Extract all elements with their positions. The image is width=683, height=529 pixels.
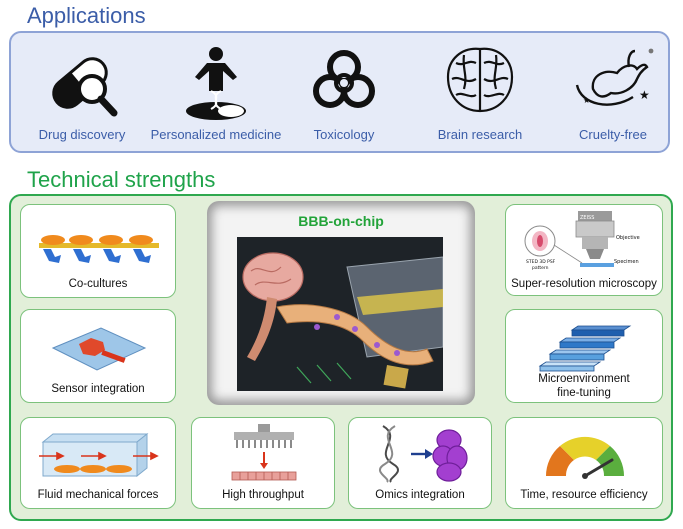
- app-label: Drug discovery: [38, 127, 126, 142]
- card-high-throughput: High throughput: [191, 417, 335, 509]
- dna-protein-icon: [378, 425, 468, 483]
- rabbit-icon: ★ ★: [575, 48, 654, 106]
- app-cruelty-free: ★ ★ Cruelty-free: [559, 33, 667, 151]
- app-label: Personalized medicine: [150, 127, 282, 142]
- svg-text:★: ★: [583, 96, 590, 105]
- bbb-on-chip-panel: BBB-on-chip: [207, 201, 475, 405]
- card-co-cultures: Co-cultures: [20, 204, 176, 298]
- app-label: Toxicology: [313, 127, 375, 142]
- biohazard-icon: [313, 50, 375, 108]
- brain-icon: [446, 47, 514, 113]
- person-dna-icon: [186, 47, 246, 120]
- pill-magnifier-icon: [52, 57, 118, 117]
- app-drug-discovery: Drug discovery: [23, 33, 141, 151]
- card-fluid-forces: Fluid mechanical forces: [20, 417, 176, 509]
- applications-panel: Drug discovery Personalized medicine Tox…: [9, 31, 670, 153]
- app-personalized-medicine: Personalized medicine: [141, 33, 291, 151]
- card-label-line1: Microenvironment: [538, 373, 630, 385]
- applications-heading: Applications: [27, 3, 146, 28]
- co-culture-cells-icon: [39, 235, 159, 263]
- fluid-channel-icon: [39, 432, 159, 478]
- sted-label-line1: STED 3D PSF: [526, 259, 556, 265]
- technical-heading: Technical strengths: [27, 167, 216, 192]
- card-omics-integration: Omics integration: [348, 417, 492, 509]
- microscope-icon: ZEISS Objective Specimen STED 3D PSF pat…: [524, 211, 640, 271]
- app-brain-research: Brain research: [409, 33, 551, 151]
- card-label: High throughput: [222, 489, 304, 501]
- card-label: Sensor integration: [51, 383, 145, 395]
- gauge-poor-label: POOR: [546, 476, 561, 482]
- card-label: Co-cultures: [68, 278, 128, 290]
- app-label: Brain research: [437, 127, 523, 142]
- objective-label: Objective: [616, 235, 640, 241]
- card-label: Fluid mechanical forces: [37, 489, 159, 501]
- specimen-label: Specimen: [614, 259, 639, 265]
- microscope-brand-label: ZEISS: [580, 215, 594, 221]
- card-super-resolution: ZEISS Objective Specimen STED 3D PSF pat…: [505, 204, 663, 296]
- card-label: Time, resource efficiency: [520, 489, 648, 501]
- pipette-array-icon: [231, 424, 297, 481]
- card-label: Omics integration: [375, 489, 465, 501]
- gauge-icon: POOR GOOD: [545, 436, 625, 482]
- card-time-efficiency: POOR GOOD Time, resource efficiency: [505, 417, 663, 509]
- card-label-line2: fine-tuning: [557, 387, 611, 399]
- sted-label-line2: pattern: [532, 265, 549, 271]
- bbb-chip-illustration: [237, 237, 443, 391]
- sensor-chip-icon: [51, 327, 147, 371]
- layered-steps-icon: [538, 325, 632, 372]
- gauge-good-label: GOOD: [608, 476, 624, 482]
- card-sensor-integration: Sensor integration: [20, 309, 176, 403]
- app-label: Cruelty-free: [579, 127, 647, 142]
- bbb-on-chip-title: BBB-on-chip: [298, 213, 384, 229]
- card-label: Super-resolution microscopy: [511, 278, 657, 290]
- card-microenvironment: Microenvironment fine-tuning: [505, 309, 663, 403]
- app-toxicology: Toxicology: [291, 33, 397, 151]
- svg-text:★: ★: [639, 88, 650, 102]
